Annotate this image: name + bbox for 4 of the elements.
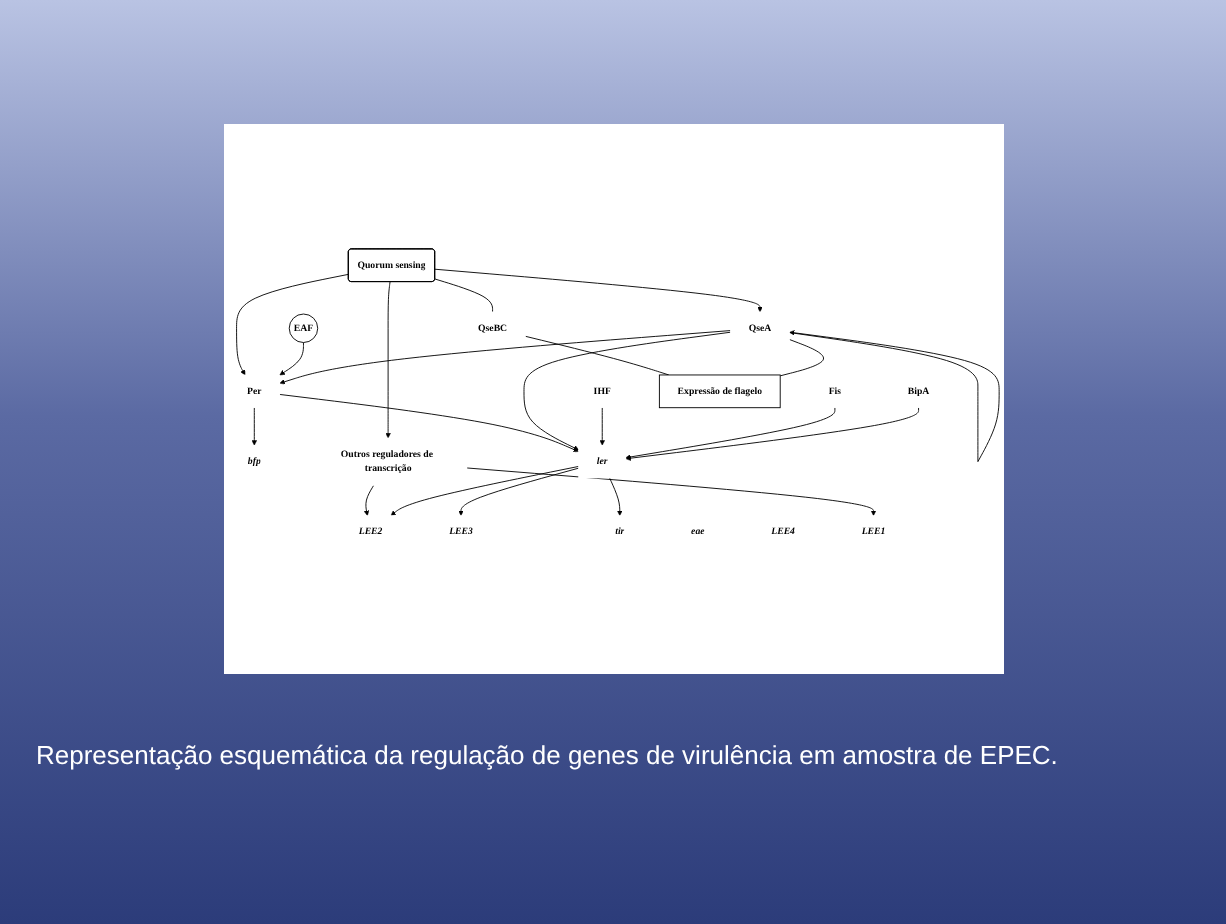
caption: Representação esquemática da regulação de genes de virulência em amostra de EPEC. bbox=[36, 740, 1060, 772]
connector bbox=[779, 339, 824, 377]
connector bbox=[434, 278, 494, 313]
connector bbox=[524, 336, 670, 376]
